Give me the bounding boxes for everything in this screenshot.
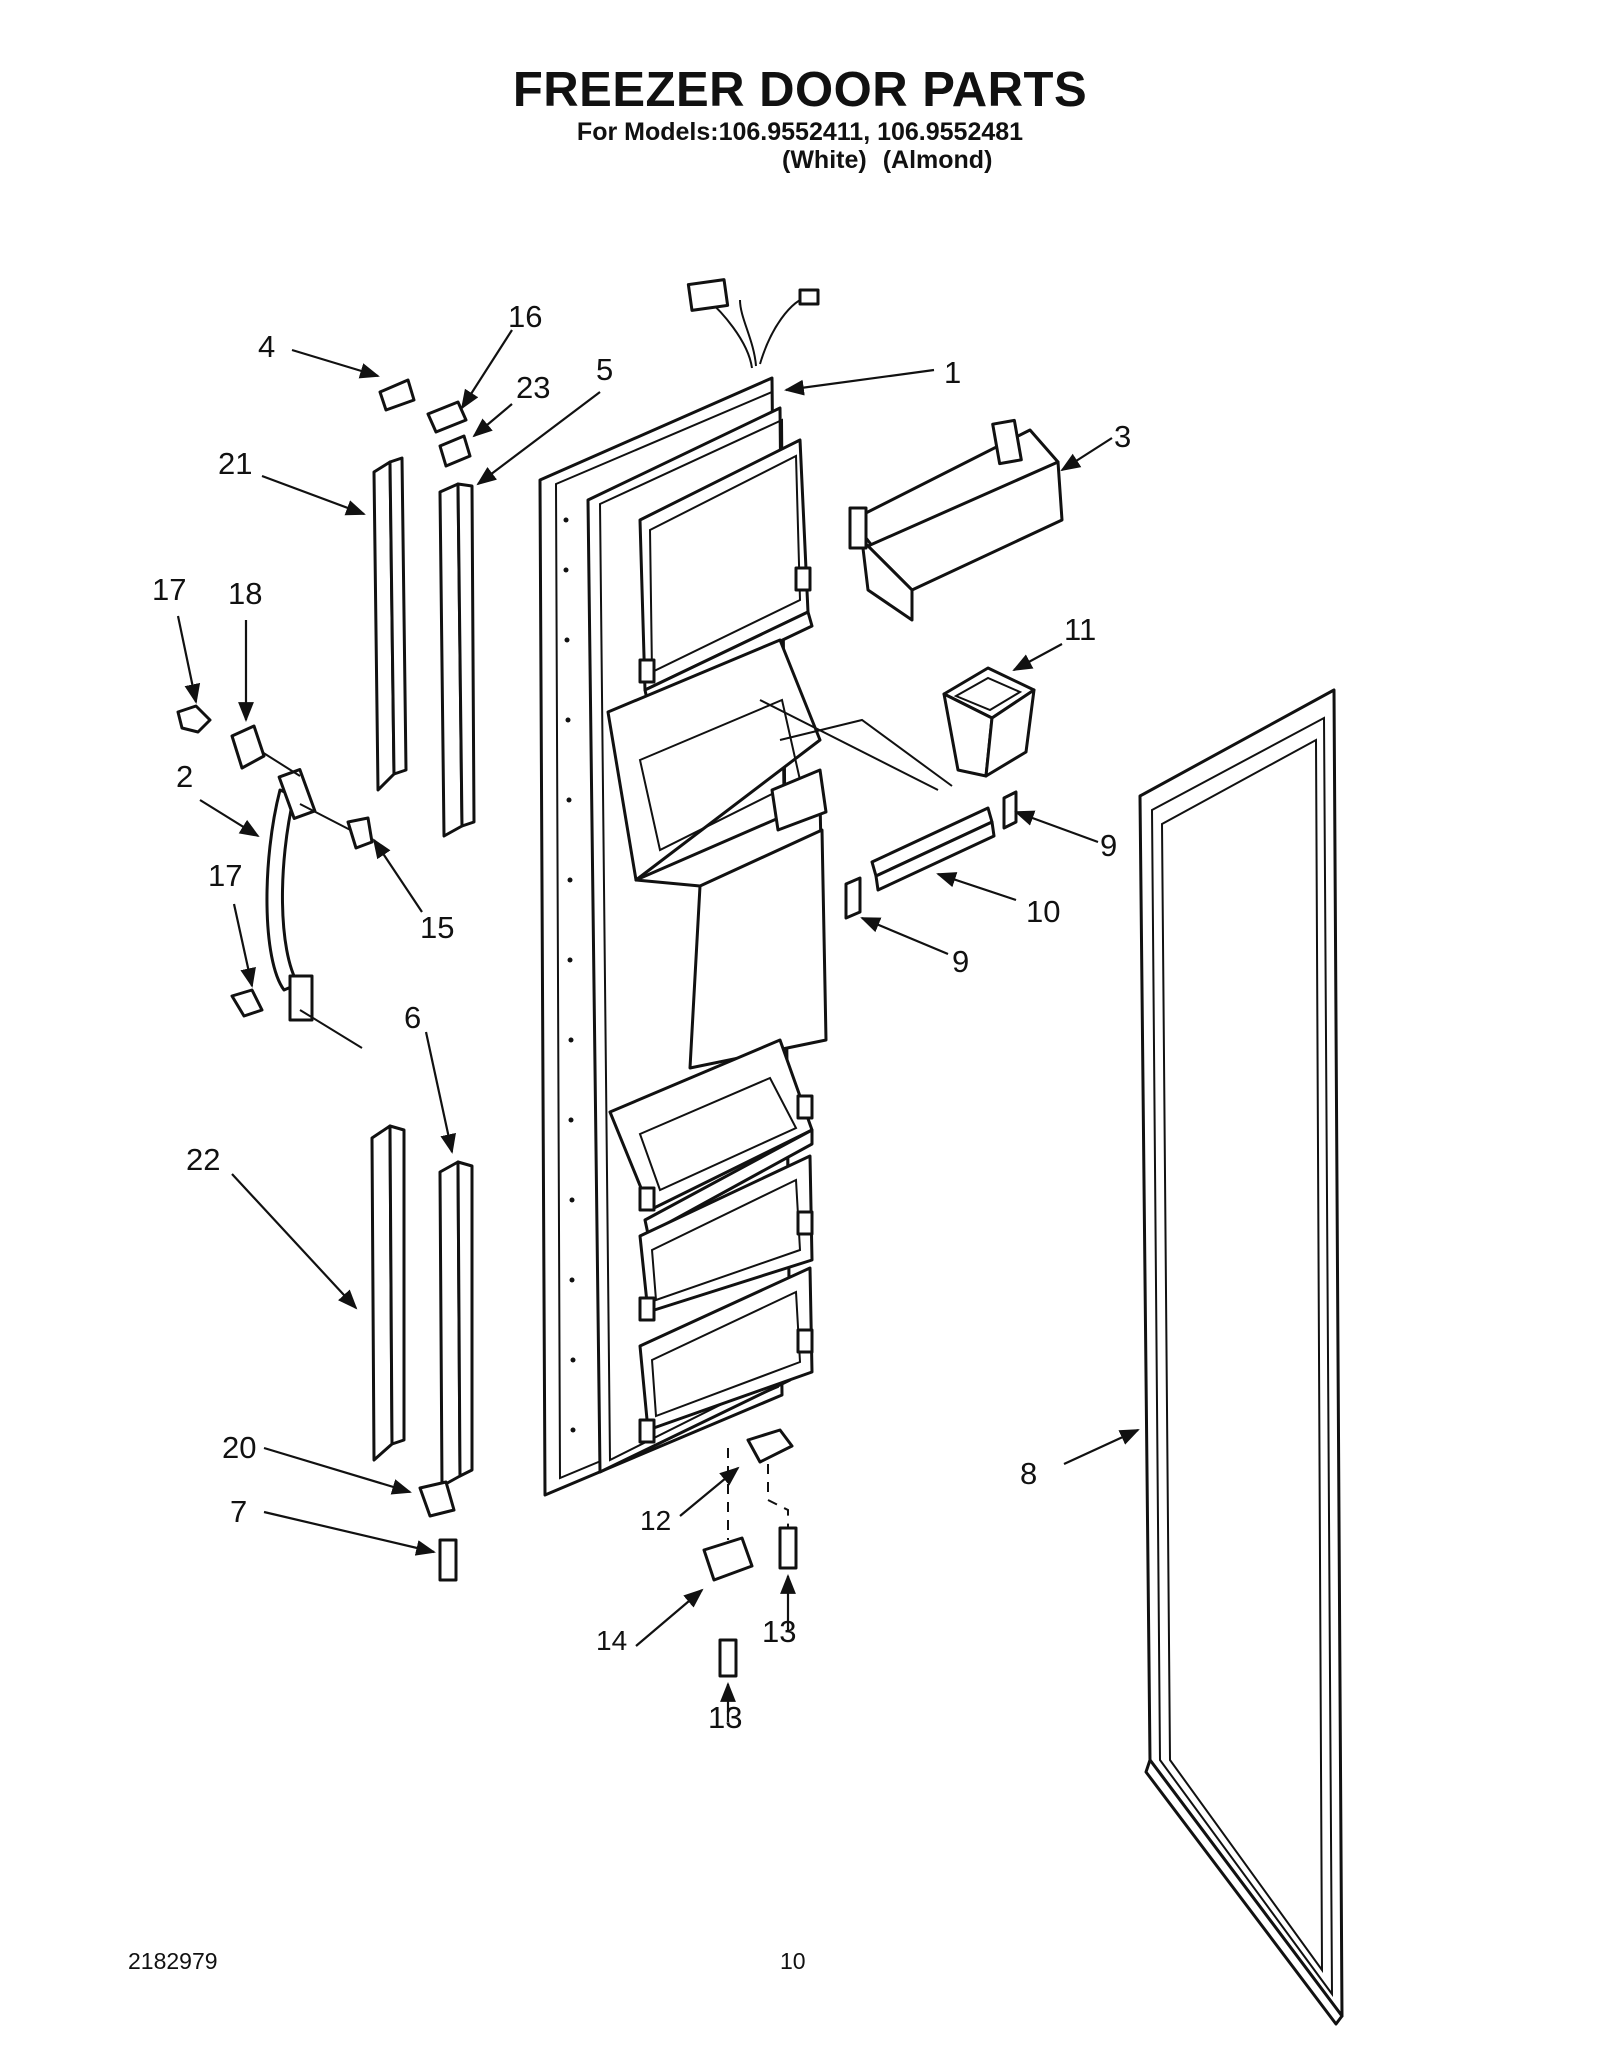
callout-16: 16: [508, 299, 542, 334]
door-bin-part: [848, 418, 1064, 622]
leader-lines: [176, 329, 1140, 1722]
lower-trim-strips: [370, 1124, 474, 1488]
document-id: 2182979: [128, 1948, 218, 1974]
callout-13-bottom: 13: [708, 1700, 742, 1735]
callout-6: 6: [404, 1000, 421, 1035]
callout-3: 3: [1114, 419, 1131, 454]
callout-2: 2: [176, 759, 193, 794]
callout-23: 23: [516, 370, 550, 405]
callout-numbers: 1 2 3 4 5 6 7 8 9 9 10 11 12 13 13 14 15…: [152, 299, 1131, 1735]
model-variants: (White) (Almond): [782, 146, 1008, 175]
callout-20: 20: [222, 1430, 256, 1465]
flapper-rail-part: [759, 699, 1018, 920]
callout-15: 15: [420, 910, 454, 945]
callout-12: 12: [640, 1505, 671, 1536]
door-panel-part: [538, 278, 828, 1497]
callout-17-upper: 17: [152, 572, 186, 607]
screws: [176, 704, 798, 1678]
callout-13-right: 13: [762, 1614, 796, 1649]
hinge-parts: [702, 1428, 794, 1582]
door-handle-part: [230, 724, 363, 1049]
variant-almond: (Almond): [882, 146, 993, 174]
callout-22: 22: [186, 1142, 220, 1177]
variant-white: (White): [782, 146, 867, 174]
callout-1: 1: [944, 355, 961, 390]
callout-18: 18: [228, 576, 262, 611]
callout-8: 8: [1020, 1456, 1037, 1491]
callout-7: 7: [230, 1494, 247, 1529]
callout-10: 10: [1026, 894, 1060, 929]
callout-17-lower: 17: [208, 858, 242, 893]
small-brackets: [378, 378, 472, 1518]
callout-4: 4: [258, 329, 275, 364]
ice-chute-part: [942, 666, 1036, 778]
models-line: For Models:106.9552411, 106.9552481: [576, 118, 1024, 146]
callout-9-lower: 9: [952, 944, 969, 979]
page-number: 10: [780, 1948, 806, 1974]
callout-11: 11: [1064, 612, 1096, 647]
page-title: FREEZER DOOR PARTS: [512, 63, 1088, 117]
callout-14: 14: [596, 1625, 627, 1656]
callout-21: 21: [218, 446, 252, 481]
upper-trim-strips: [372, 456, 476, 838]
callout-5: 5: [596, 352, 613, 387]
door-gasket-part: [1138, 688, 1344, 2026]
callout-9-upper: 9: [1100, 828, 1117, 863]
